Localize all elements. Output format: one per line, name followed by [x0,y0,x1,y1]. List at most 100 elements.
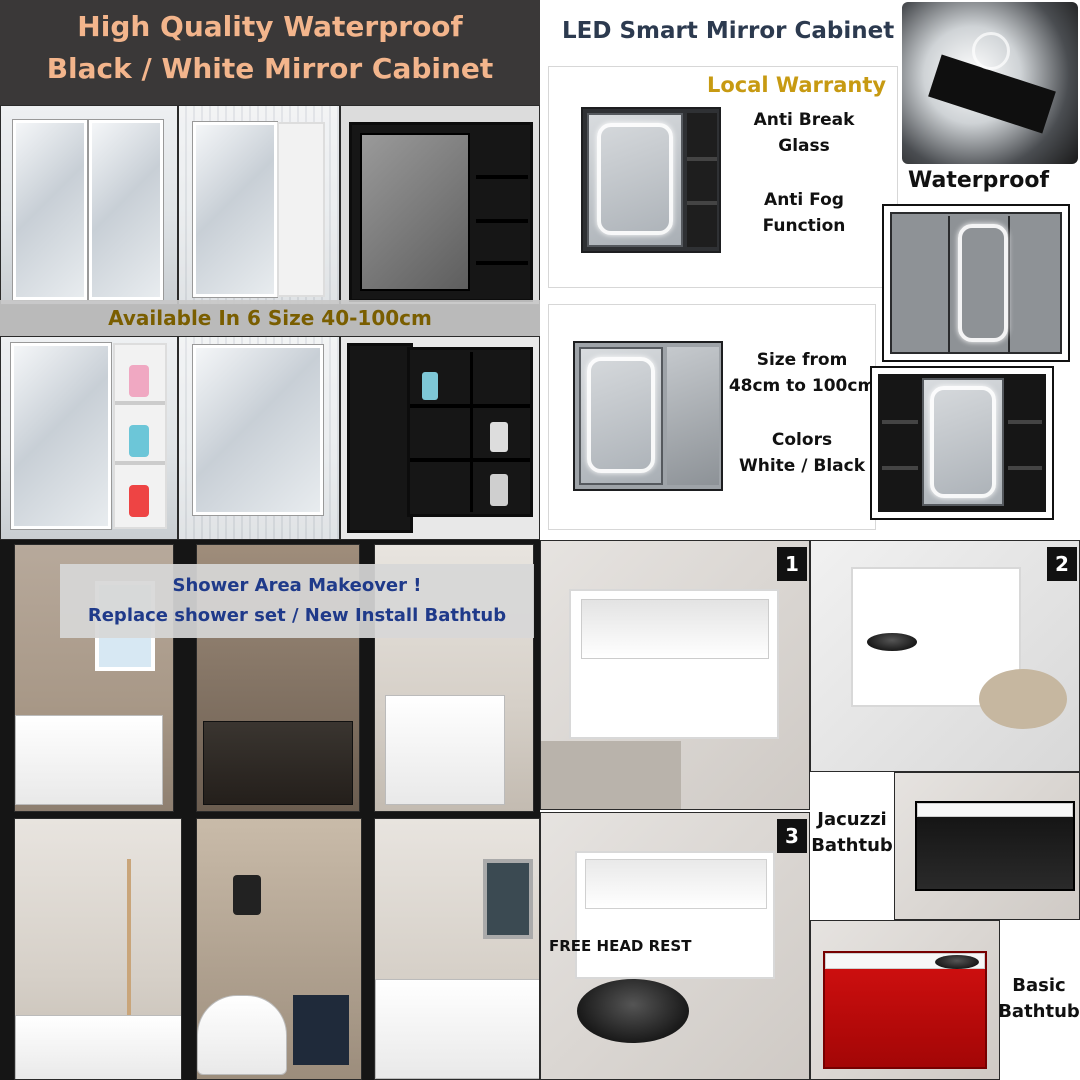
bathtub [15,715,163,805]
toiletry-bottle-icon [422,372,438,400]
led-light-ring [930,386,996,498]
led-mirror [922,378,1004,506]
shelf-divider [470,352,473,512]
black-led-cabinet [878,374,1046,512]
shower-rail [127,859,131,1059]
anti-fog-line1: Anti Fog [764,190,844,210]
photo-bathtub-3: FREE HEAD REST 3 [540,812,810,1080]
led-mirror-panel: LED Smart Mirror Cabinet Local Warranty … [540,0,1080,540]
local-warranty-label: Local Warranty [707,73,887,97]
anti-fog-line2: Function [762,216,846,236]
mirror-title-line1: High Quality Waterproof [77,10,463,43]
badge-3: 3 [777,819,807,853]
colors-line2: White / Black [738,456,866,476]
photo-white-double-cabinet [0,105,178,305]
photo-white-cabinet-open-shelf [0,336,178,540]
photo-bathtub-red [810,920,1000,1080]
framed-led-cabinet-grey [882,204,1070,362]
toiletry-bottle-icon [129,425,149,457]
badge-1: 1 [777,547,807,581]
colors-line1: Colors [771,430,833,450]
basic-label-line2: Bathtub [998,1001,1080,1022]
headrest-icon [577,979,689,1043]
shelf-divider [687,157,717,161]
shelf-divider [115,461,165,465]
black-cabinet-frame [349,122,533,302]
led-cabinet-image [581,107,721,253]
led-light-ring [587,357,655,473]
toiletry-bottle-icon [490,474,508,506]
photo-shower-after-5 [374,818,540,1080]
grey-cabinet [890,212,1062,354]
bathtub-basic-white [575,851,775,979]
mirror-cabinet-panel: High Quality Waterproof Black / White Mi… [0,0,540,540]
side-shelf [113,343,167,529]
shelf-divider [476,175,528,179]
mirror-door [193,122,277,297]
shelf-divider [882,466,918,470]
tub-interior [585,859,767,909]
shelf-divider [1008,466,1042,470]
jacuzzi-bathtub [385,695,505,805]
led-feature-panel-upper: Local Warranty Anti Break Glass Anti Fog… [548,66,898,288]
led-feature-panel-lower: Size from 48cm to 100cm Colors White / B… [548,304,876,530]
badge-2: 2 [1047,547,1077,581]
photo-white-cabinet-bath [178,336,340,540]
photo-white-shelf-cabinet [178,105,340,305]
bathtub [15,1015,181,1079]
bath-mat [541,741,681,809]
led-mirror [579,347,663,485]
photo-shower-after-4 [196,818,362,1080]
mirror-door [193,345,323,515]
waterproof-label: Waterproof [908,168,1050,193]
toiletry-bottle-icon [129,485,149,517]
framed-led-cabinet-black [870,366,1054,520]
photo-bathtub-black [894,772,1080,920]
window [483,859,533,939]
free-head-rest-label: FREE HEAD REST [549,937,692,955]
jacuzzi-label-line1: Jacuzzi [817,809,887,830]
sizes-banner-text: Available In 6 Size 40-100cm [108,306,432,330]
bathtub-red [823,951,987,1069]
bathtub-panel: 1 2 FREE HEAD REST 3 Jacuzzi Bathtub Bas… [540,540,1080,1080]
shelf-divider [115,401,165,405]
water-heater-icon [233,875,261,915]
anti-break-line2: Glass [778,136,830,156]
led-side-door [667,347,719,485]
toiletry-bottle-icon [129,365,149,397]
photo-shower-after-3 [14,818,182,1080]
led-section-title: LED Smart Mirror Cabinet [562,18,895,44]
size-line1: Size from [756,350,848,370]
side-shelf [277,122,325,297]
bathtub-jacuzzi-white [569,589,779,739]
bath-mat [979,669,1067,729]
mirror-door-right [89,120,163,300]
mirror-title-area: High Quality Waterproof Black / White Mi… [0,0,540,105]
waterproof-splash-image [902,2,1078,164]
jacuzzi-label-line2: Bathtub [811,835,893,856]
freestanding-bathtub [197,995,287,1075]
led-light-ring [958,224,1008,342]
open-door [347,343,413,533]
led-cabinet-image-double [573,341,723,491]
toiletry-bottle-icon [490,422,508,452]
size-line2: 48cm to 100cm [728,376,876,396]
photo-black-cabinet [340,105,540,305]
headrest-icon [867,633,917,651]
sizes-banner: Available In 6 Size 40-100cm [0,300,540,336]
water-drop-icon [972,32,1010,70]
photo-black-cabinet-open [340,336,540,540]
mirror-title-line2: Black / White Mirror Cabinet [46,52,494,85]
led-light-ring [597,123,673,235]
headrest-icon [935,955,979,969]
led-side-shelf [687,113,717,247]
basic-label-line1: Basic [1012,975,1066,996]
shower-banner-line1: Shower Area Makeover ! [172,575,422,596]
tub-rim [917,803,1073,817]
open-cabinet-body [407,347,533,517]
anti-break-line1: Anti Break [753,110,855,130]
mirror-door [11,343,111,529]
black-cabinet-mirror [360,133,470,291]
shower-makeover-panel: Shower Area Makeover ! Replace shower se… [0,540,540,1080]
cabinet-divider [1008,216,1010,352]
